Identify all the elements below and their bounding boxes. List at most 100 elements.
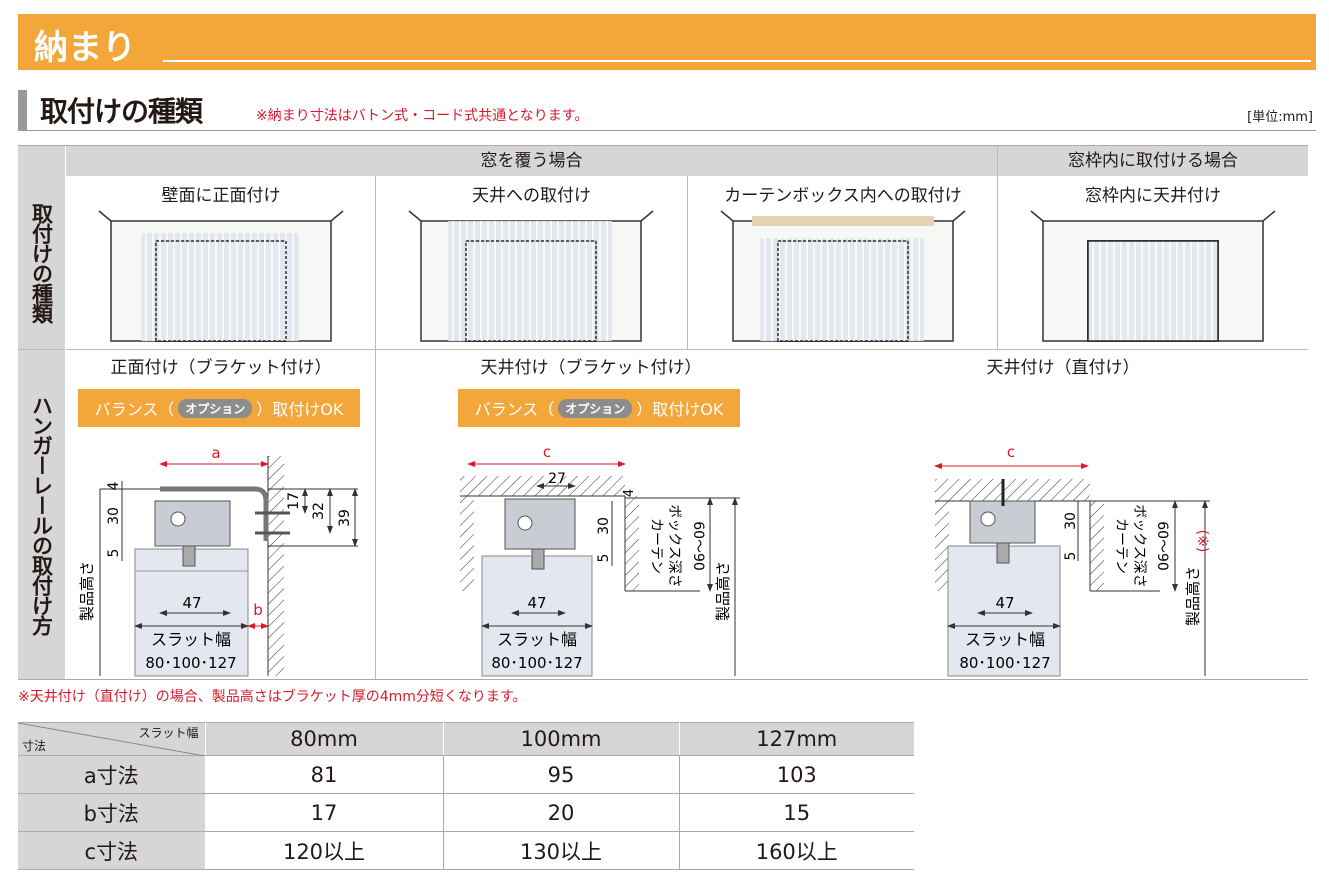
section-marker (18, 90, 27, 130)
method-title-ceiling-direct: 天井付け（直付け） (986, 358, 1140, 378)
dim-32: 32 (311, 502, 327, 520)
cell: 95 (442, 755, 680, 794)
room-diagram-inside (1030, 210, 1276, 342)
dim-c: c (543, 443, 551, 461)
wall-edge (952, 210, 966, 222)
section-title: 取付けの種類 (40, 95, 203, 128)
dim-5: 5 (106, 549, 122, 558)
footnote: ※天井付け（直付け）の場合、製品高さはブラケット厚の4mm分短くなります。 (18, 689, 527, 705)
section-note: ※納まり寸法はバトン式・コード式共通となります。 (256, 108, 589, 124)
dim-39: 39 (337, 509, 353, 527)
row-label: a寸法 (18, 755, 206, 794)
dim-47: 47 (182, 594, 201, 612)
corner-bottom: 寸法 (22, 739, 47, 753)
divider (18, 130, 1316, 131)
box-depth-label: カーテン (1113, 518, 1129, 574)
column-header: 80mm (205, 722, 444, 756)
window-outline (155, 240, 287, 342)
row-label-methods: ハンガーレールの取付け方 (29, 394, 54, 635)
row-label: b寸法 (18, 793, 206, 832)
table-row: b寸法 17 20 15 (18, 793, 914, 832)
ceiling-bracket-diagram: c 27 4 30 5 47 スラット幅 80･100･127 カーテン ボック… (460, 443, 740, 677)
column-header: 100mm (443, 722, 680, 756)
dim-30: 30 (596, 517, 612, 535)
badge-text: ）取付けOK (636, 400, 724, 419)
wall-edge (330, 210, 344, 222)
slat-width-label: スラット幅 (151, 630, 231, 649)
row-divider (18, 349, 1308, 350)
box-depth-range: 60～90 (1154, 521, 1170, 571)
col-divider (687, 176, 688, 349)
wall-edge (720, 210, 734, 222)
window-outline (777, 240, 909, 342)
badge-text: バランス（ (474, 400, 555, 419)
slat-sizes: 80･100･127 (959, 654, 1050, 672)
badge-text: バランス（ (94, 400, 175, 419)
row-label-column (18, 146, 65, 679)
option-tag: オプション (558, 398, 633, 418)
table-header-row: スラット幅 寸法 80mm 100mm 127mm (18, 722, 914, 756)
dim-4: 4 (622, 489, 637, 497)
window-outline (1087, 240, 1219, 342)
dim-17: 17 (286, 492, 302, 510)
col-divider (997, 146, 998, 349)
method-title-ceiling-bracket: 天井付け（ブラケット付け） (480, 358, 702, 378)
banner-underline (163, 60, 1311, 62)
product-height-label: 製品高さ (714, 561, 732, 621)
cell: 15 (679, 793, 914, 832)
group-header-cover: 窓を覆う場合 (66, 146, 997, 176)
cell: 120以上 (205, 831, 443, 870)
wall-edge (408, 210, 422, 222)
banner-title: 納まり (34, 28, 136, 68)
cell: 81 (205, 755, 443, 794)
cell: 160以上 (679, 831, 914, 870)
box-depth-label: ボックス深さ (666, 504, 682, 588)
method-title-front: 正面付け（ブラケット付け） (110, 358, 332, 378)
box-depth-label: カーテン (648, 518, 664, 574)
cell: 130以上 (442, 831, 680, 870)
curtain-box (752, 216, 934, 226)
group-header-inside: 窓枠内に取付ける場合 (998, 146, 1308, 176)
row-label-types: 取付けの種類 (29, 202, 54, 323)
wall-edge (640, 210, 654, 222)
front-bracket-diagram: a 4 30 5 製品高さ 17 32 39 47 スラット幅 80･100･1… (78, 444, 358, 677)
note-mark: (※) (1194, 530, 1210, 553)
cell: 17 (205, 793, 443, 832)
ceiling-direct-diagram: c 30 5 47 スラット幅 80･100･127 カーテン ボックス深さ 6… (934, 443, 1210, 677)
cell: 103 (679, 755, 914, 794)
window-outline (465, 240, 597, 342)
dim-30: 30 (106, 507, 122, 525)
corner-top: スラット幅 (138, 726, 199, 740)
product-height-label: 製品高さ (1184, 566, 1202, 626)
mounting-diagrams: a 4 30 5 製品高さ 17 32 39 47 スラット幅 80･100･1… (78, 443, 1210, 677)
dim-5: 5 (596, 554, 612, 563)
column-header: 127mm (679, 722, 914, 756)
slat-width-label: スラット幅 (497, 630, 577, 649)
cell: 20 (442, 793, 680, 832)
room-diagram-box (720, 210, 966, 342)
blind (1088, 241, 1218, 341)
type-title-inside: 窓枠内に天井付け (1085, 186, 1221, 206)
option-tag: オプション (178, 398, 253, 418)
blind (141, 233, 299, 341)
table-row: c寸法 120以上 130以上 160以上 (18, 831, 914, 870)
table-row: a寸法 81 95 103 (18, 755, 914, 794)
dim-c: c (1007, 443, 1015, 461)
col-divider (375, 176, 376, 679)
badge-text: ）取付けOK (256, 400, 344, 419)
slat-sizes: 80･100･127 (145, 654, 236, 672)
corner-cell: スラット幅 寸法 (18, 722, 206, 756)
box-depth-label: ボックス深さ (1131, 504, 1147, 588)
room-diagram-wall (98, 210, 344, 342)
dim-5: 5 (1063, 552, 1079, 561)
dim-30: 30 (1063, 512, 1079, 530)
box-depth-range: 60～90 (690, 521, 706, 571)
row-label: c寸法 (18, 831, 206, 870)
wall-edge (1262, 210, 1276, 222)
wall-edge (98, 210, 112, 222)
dimension-table: スラット幅 寸法 80mm 100mm 127mm a寸法 81 95 103 … (18, 722, 914, 870)
dim-b: b (253, 601, 263, 619)
dim-47: 47 (527, 594, 546, 612)
type-title-wall: 壁面に正面付け (161, 186, 281, 206)
dim-4: 4 (106, 481, 122, 490)
